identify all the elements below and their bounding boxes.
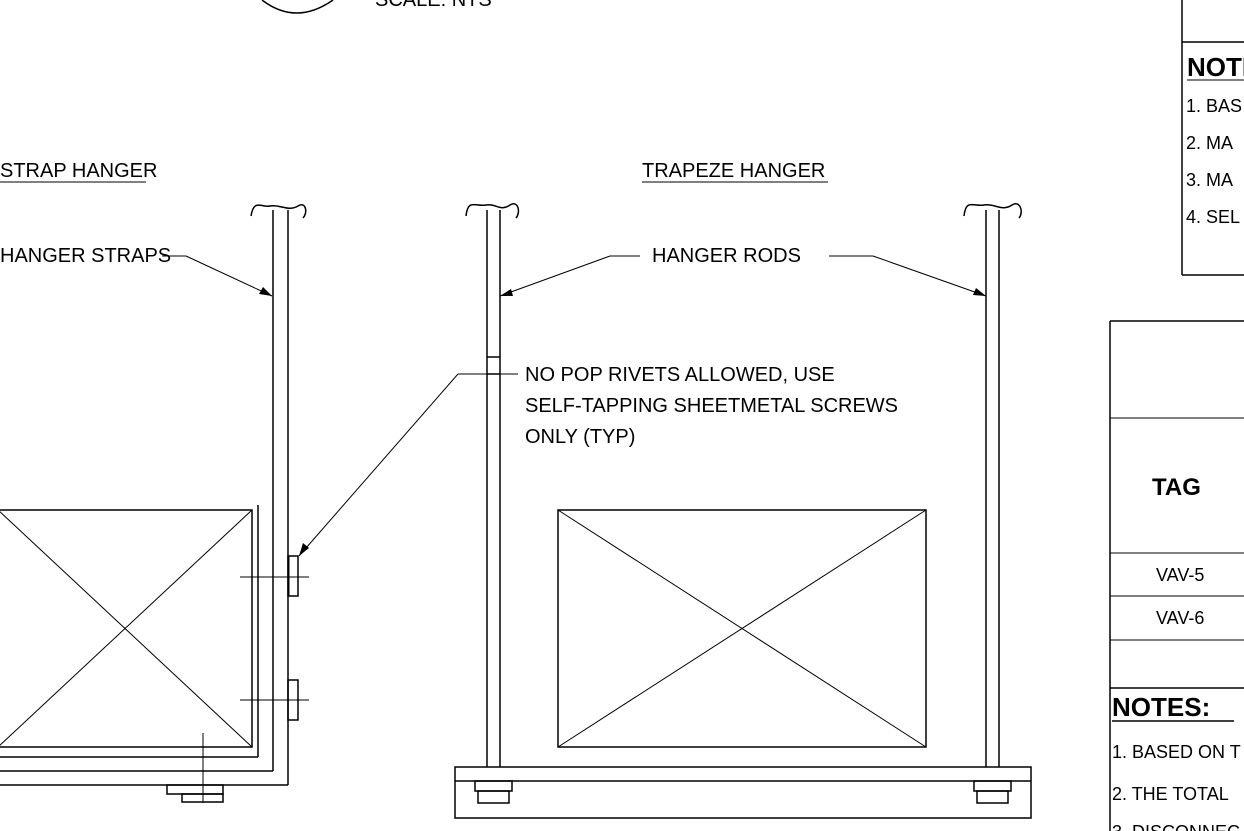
strap-break-symbol	[250, 204, 307, 219]
right-rod-break-symbol	[963, 203, 1022, 219]
trapeze-hanger-duct	[557, 509, 927, 748]
schedule-note-3: 3. DISCONNEC	[1112, 822, 1240, 831]
upper-note-4: 4. SEL	[1186, 207, 1240, 227]
sheetmetal-screw-lower	[240, 679, 309, 721]
rivet-note-line-2: SELF-TAPPING SHEETMETAL SCREWS	[525, 395, 898, 417]
hanger-rods-leader-left	[499, 255, 640, 297]
schedule-tag-header: TAG	[1152, 474, 1201, 501]
right-hanger-rod	[985, 210, 1000, 767]
schedule-table	[1109, 320, 1244, 831]
sheetmetal-screw-bottom	[166, 733, 224, 803]
hanger-straps-label: HANGER STRAPS	[0, 245, 171, 267]
hanger-rods-label: HANGER RODS	[652, 245, 801, 267]
hanger-straps-leader	[162, 255, 273, 297]
sheetmetal-screw-upper	[240, 555, 309, 597]
left-rod-break-symbol	[465, 203, 520, 219]
hanger-rods-leader-right	[829, 255, 987, 297]
upper-note-1: 1. BAS	[1186, 96, 1242, 116]
schedule-note-1: 1. BASED ON T	[1112, 742, 1241, 762]
hanger-strap	[0, 210, 289, 786]
scale-label: SCALE: NTS	[375, 0, 492, 11]
schedule-row-vav-5: VAV-5	[1156, 565, 1204, 585]
upper-note-3: 3. MA	[1186, 170, 1233, 190]
detail-callout-circle	[261, 0, 334, 14]
rivet-note-line-1: NO POP RIVETS ALLOWED, USE	[525, 364, 835, 386]
rivet-note-leader	[298, 373, 518, 557]
upper-notes-heading: NOTE	[1187, 52, 1244, 82]
trapeze-bar	[454, 766, 1032, 819]
strap-hanger-title: STRAP HANGER	[0, 160, 157, 182]
trapeze-hanger-title: TRAPEZE HANGER	[642, 160, 825, 182]
schedule-row-vav-6: VAV-6	[1156, 608, 1204, 628]
trapeze-left-nut	[474, 780, 513, 804]
rivet-note-line-3: ONLY (TYP)	[525, 426, 635, 448]
schedule-note-2: 2. THE TOTAL	[1112, 784, 1229, 804]
upper-note-2: 2. MA	[1186, 133, 1233, 153]
trapeze-right-nut	[973, 780, 1012, 804]
schedule-notes-heading: NOTES:	[1112, 692, 1210, 722]
strap-hanger-duct	[0, 509, 253, 748]
left-hanger-rod	[486, 210, 501, 767]
upper-notes-box	[1181, 0, 1244, 276]
strap-duct-bottom-line	[0, 505, 259, 758]
